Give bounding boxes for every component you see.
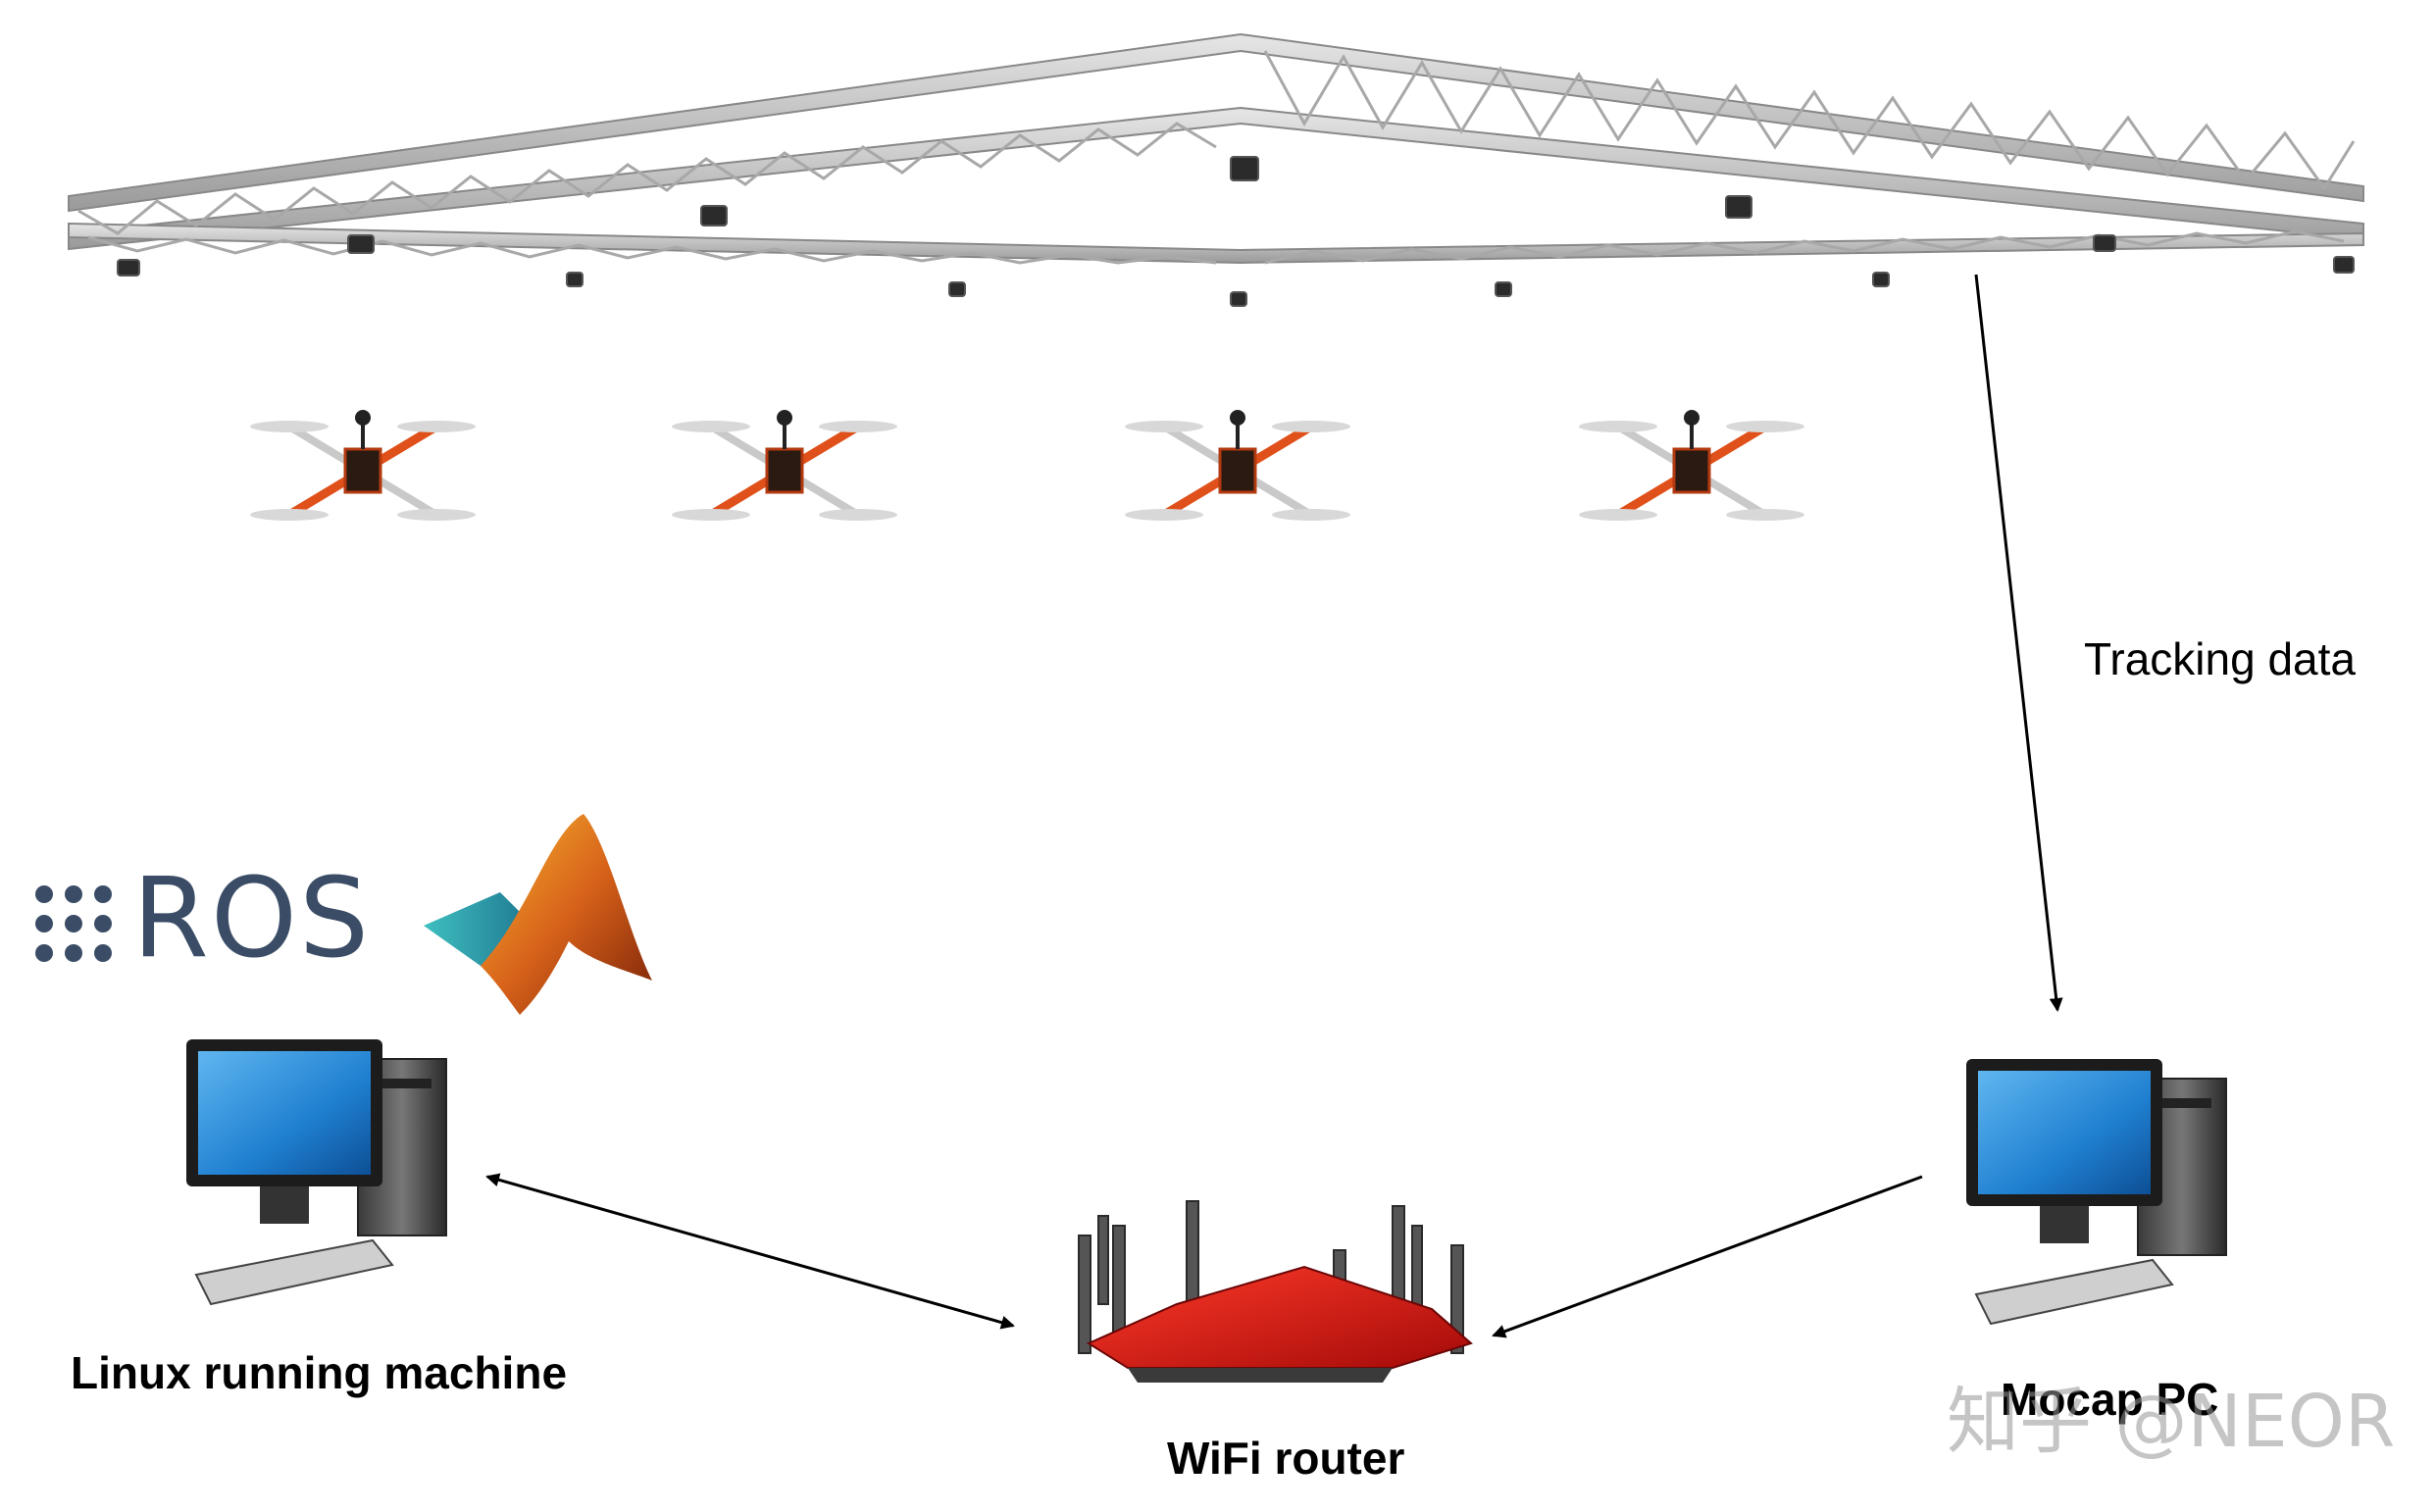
quadcopter-drone [250, 410, 476, 521]
tracking-arrow [1974, 274, 2063, 1012]
wifi-router [1078, 1200, 1474, 1383]
matlab-logo [424, 814, 652, 1015]
ros-logo-text: ROS [132, 855, 372, 983]
quadcopter-drone [1579, 410, 1804, 521]
mocap-pc-label: Mocap PC [2001, 1374, 2219, 1425]
mocap-computer [1966, 1059, 2227, 1326]
linux-router-arrow [485, 1173, 1015, 1330]
linux-machine-label: Linux running machine [71, 1347, 568, 1398]
wifi-router-label: WiFi router [1167, 1433, 1405, 1484]
linux-computer [186, 1039, 447, 1306]
watermark: 知乎 @NEOR [1947, 1380, 2396, 1464]
ros-logo [35, 885, 112, 962]
tracking-data-label: Tracking data [2084, 633, 2356, 684]
mocap-camera [117, 156, 2355, 307]
quadcopter-drone [1125, 410, 1350, 521]
quadcopter-drone [672, 410, 897, 521]
truss-frame [68, 32, 2364, 265]
mocap-router-arrow [1492, 1175, 1923, 1338]
